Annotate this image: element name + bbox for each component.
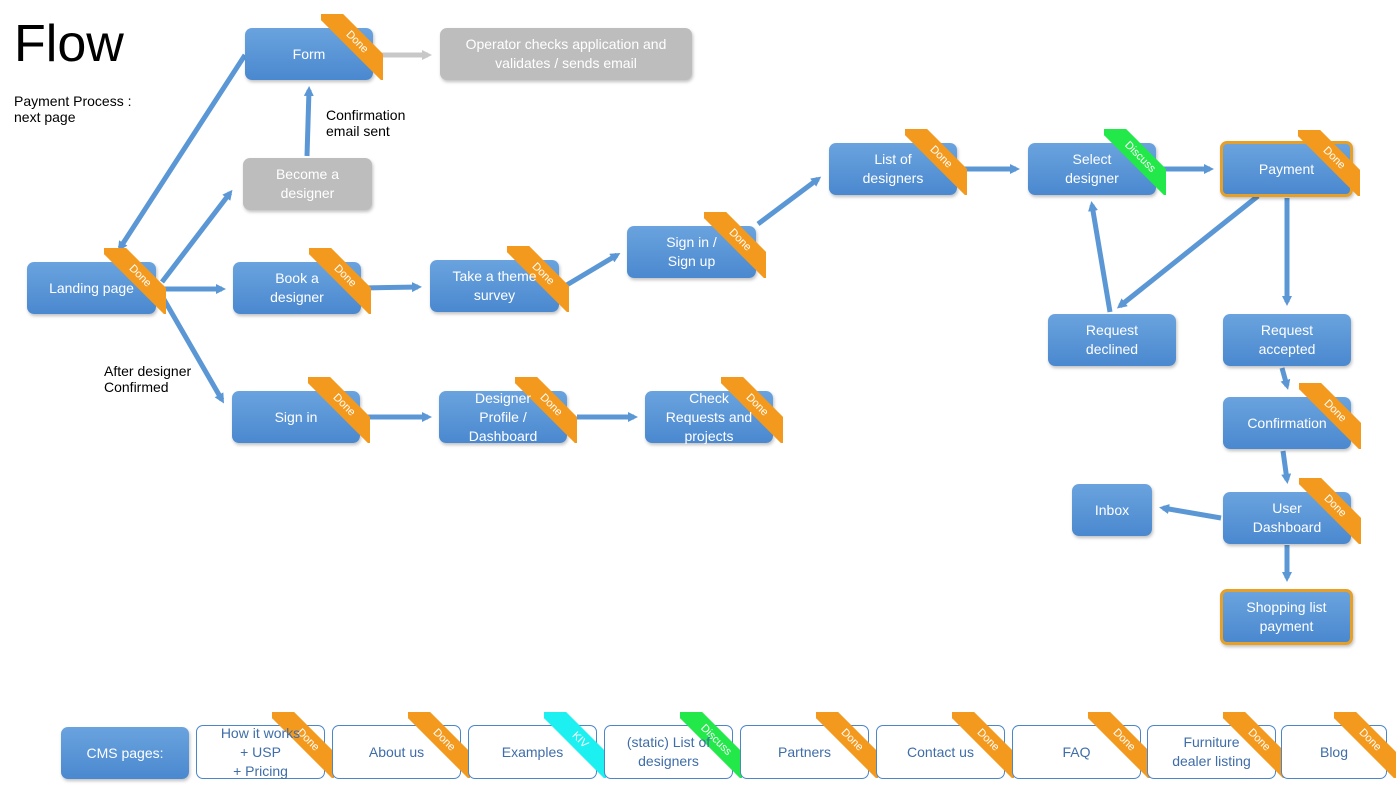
payment-process-note: Payment Process : next page: [14, 93, 132, 125]
edge-signup-to-list: [756, 176, 822, 226]
node-operator-checks[interactable]: Operator checks application and validate…: [440, 28, 692, 80]
page-title: Flow: [14, 15, 124, 73]
cms-pages-label: CMS pages:: [61, 727, 189, 779]
node-request-declined[interactable]: Request declined: [1048, 314, 1176, 366]
node-become-designer[interactable]: Become a designer: [243, 158, 372, 210]
after-designer-note: After designer Confirmed: [104, 363, 192, 395]
edge-book-to-survey: [361, 282, 422, 293]
edge-dashboard-to-inbox: [1159, 504, 1222, 521]
confirmation-email-note: Confirmation email sent: [326, 107, 406, 139]
node-request-accepted[interactable]: Request accepted: [1223, 314, 1351, 366]
edge-confirmation-to-dashboard: [1280, 450, 1292, 484]
edge-declined-to-select: [1088, 201, 1113, 313]
edge-accepted-to-confirmation: [1279, 367, 1291, 390]
edge-landing-to-form: [117, 53, 248, 252]
edge-become-to-form: [303, 86, 314, 157]
node-inbox[interactable]: Inbox: [1072, 484, 1152, 536]
node-shopping-list-payment[interactable]: Shopping list payment: [1220, 589, 1353, 645]
edge-landing-to-signin: [159, 294, 225, 404]
edge-survey-to-signup: [563, 252, 621, 289]
edge-landing-to-become: [160, 189, 233, 284]
edge-payment-to-declined: [1116, 194, 1260, 309]
